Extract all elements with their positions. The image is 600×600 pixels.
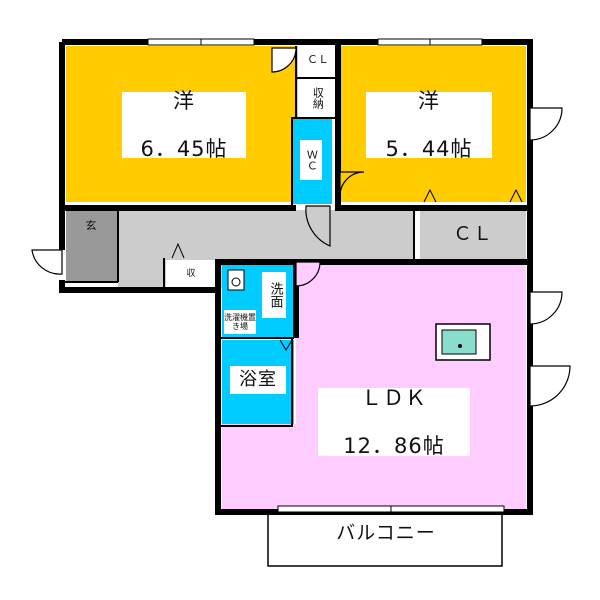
storage-top-label: 収納 [306,82,328,114]
door-markers [171,188,523,351]
western-room-2-name: 洋 [418,88,440,113]
washbasin-icon [227,269,245,291]
ldk-label: ＬＤＫ 12．86帖 [318,385,470,459]
bathroom-label: 浴室 [230,366,286,394]
western-room-1-size: 6．45帖 [140,137,228,162]
closet-top-label: ＣＬ [302,50,334,70]
storage-hall-label: 収 [182,266,200,282]
door-swings [31,47,571,407]
kitchen-counter[interactable] [435,323,491,361]
washroom-label: 洗面 [262,272,286,318]
wc-label: ＷＣ [300,140,322,180]
closet-right[interactable] [420,210,526,260]
balcony-outline [267,512,503,567]
western-room-1-label: 洋 6．45帖 [122,88,246,162]
entrance-floor[interactable] [66,210,118,282]
thin-walls [62,46,415,427]
western-room-2-size: 5．44帖 [385,137,473,162]
entrance-label: 玄 [85,218,97,232]
ldk-size: 12．86帖 [343,434,445,459]
washer-space-label: 洗濯機置き場 [224,310,256,334]
western-room-2-label: 洋 5．44帖 [366,88,492,162]
walls [59,39,533,515]
balcony-label: バルコニー [336,522,436,545]
ldk-name: ＬＤＫ [360,385,427,410]
hallway[interactable] [118,210,414,260]
windows [147,38,505,513]
closet-right-label: ＣＬ [452,223,493,246]
western-room-1-name: 洋 [173,88,195,113]
